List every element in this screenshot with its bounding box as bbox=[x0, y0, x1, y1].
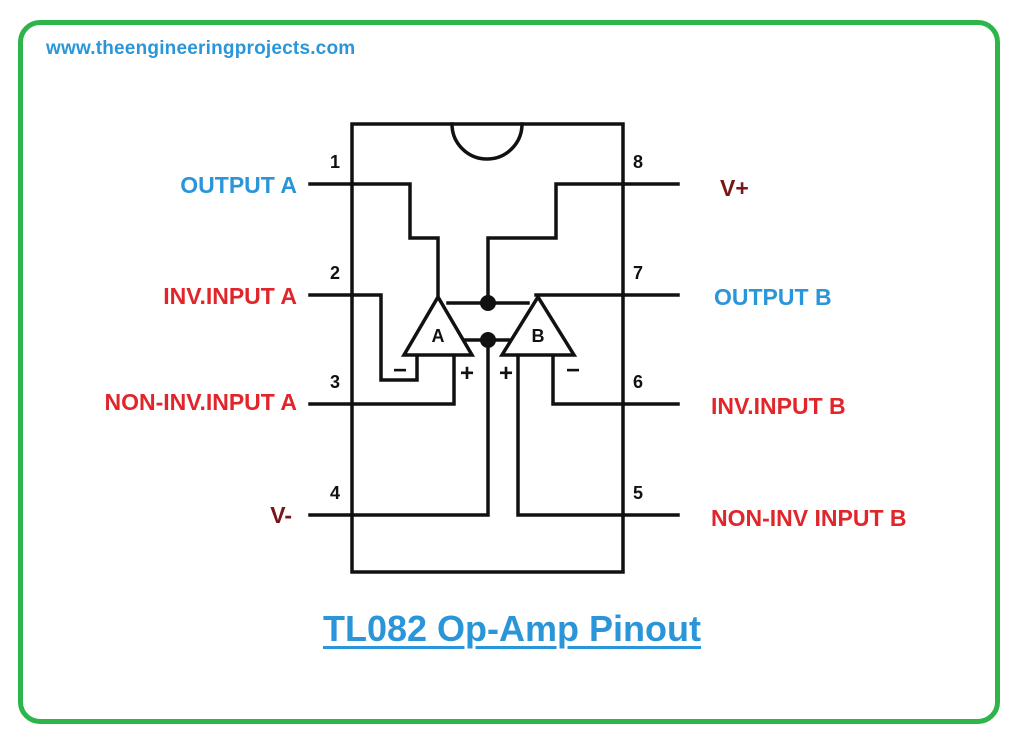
pin-number-1: 1 bbox=[330, 152, 341, 172]
pin-7-label: OUTPUT B bbox=[714, 284, 832, 310]
opamp-a-label: A bbox=[432, 326, 445, 346]
pin-number-2: 2 bbox=[330, 263, 341, 283]
green-rounded-frame bbox=[18, 20, 1000, 724]
wire-inv-input-b bbox=[551, 355, 625, 406]
opamp-a-triangle bbox=[400, 293, 476, 357]
pin-8-label: V+ bbox=[720, 175, 749, 201]
pin-4-label: V- bbox=[270, 502, 292, 528]
wire-output-a bbox=[350, 182, 440, 302]
chip-notch bbox=[450, 122, 524, 161]
opamp-b-minus-sign: − bbox=[566, 357, 580, 384]
opamp-b-triangle bbox=[498, 293, 578, 357]
pin-number-5: 5 bbox=[633, 483, 644, 503]
opamp-a-plus-sign: + bbox=[460, 360, 474, 387]
pin-3-label: NON-INV.INPUT A bbox=[104, 389, 297, 415]
pin-number-8: 8 bbox=[633, 152, 644, 172]
wire-noninv-input-b bbox=[516, 355, 625, 517]
opamp-b-plus-sign: + bbox=[499, 360, 513, 387]
pin-2-label: INV.INPUT A bbox=[163, 283, 297, 309]
pin-6-label: INV.INPUT B bbox=[711, 393, 846, 419]
pin-number-7: 7 bbox=[633, 263, 644, 283]
wire-noninv-input-a bbox=[350, 355, 456, 406]
diagram-title-container: TL082 Op-Amp Pinout bbox=[0, 608, 1024, 650]
opamp-a-minus-sign: − bbox=[393, 357, 407, 384]
chip-body bbox=[350, 122, 625, 574]
diagram-title: TL082 Op-Amp Pinout bbox=[323, 608, 701, 649]
pin-1-label: OUTPUT A bbox=[180, 172, 297, 198]
junction-v-plus bbox=[480, 295, 496, 311]
junction-v-minus bbox=[480, 332, 496, 348]
pin-number-3: 3 bbox=[330, 372, 341, 392]
wire-inv-input-a bbox=[350, 293, 419, 382]
pin-number-4: 4 bbox=[330, 483, 341, 503]
opamp-b-label: B bbox=[532, 326, 545, 346]
wire-v-plus bbox=[486, 182, 625, 305]
site-url: www.theengineeringprojects.com bbox=[46, 38, 356, 59]
pin-5-label: NON-INV INPUT B bbox=[711, 505, 907, 531]
wire-v-minus bbox=[350, 338, 490, 517]
pin-number-6: 6 bbox=[633, 372, 644, 392]
